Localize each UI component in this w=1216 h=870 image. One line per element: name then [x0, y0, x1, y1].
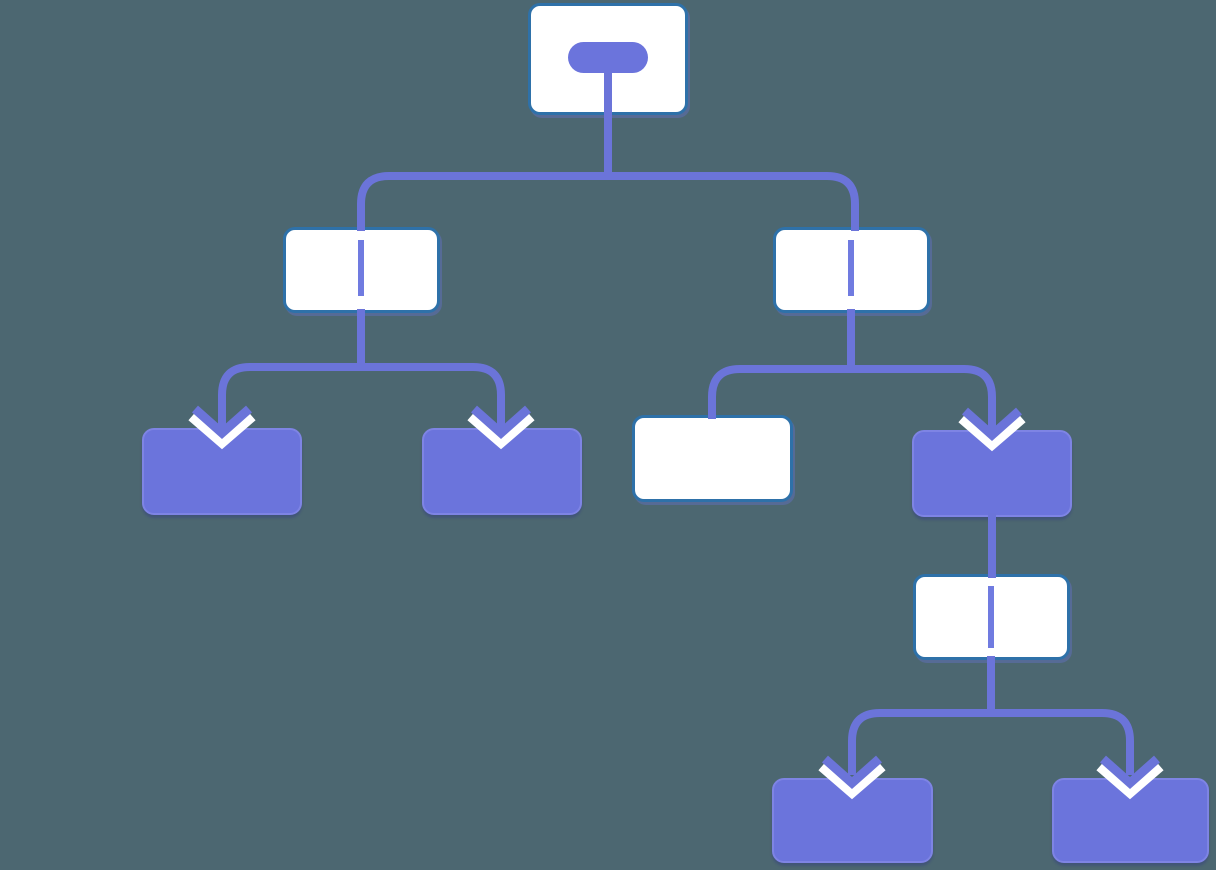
- node-leaf-bottom-left: [772, 778, 933, 863]
- node-leaf-left-1: [142, 428, 302, 515]
- node-root: [528, 3, 688, 115]
- node-branch-left: [283, 227, 440, 313]
- node-branch-right: [773, 227, 930, 313]
- node-leaf-bottom-right: [1052, 778, 1209, 863]
- node-leaf-left-2: [422, 428, 582, 515]
- node-leaf-right: [912, 430, 1072, 517]
- node-branch-lower: [913, 574, 1070, 660]
- node-child-plain: [632, 415, 793, 502]
